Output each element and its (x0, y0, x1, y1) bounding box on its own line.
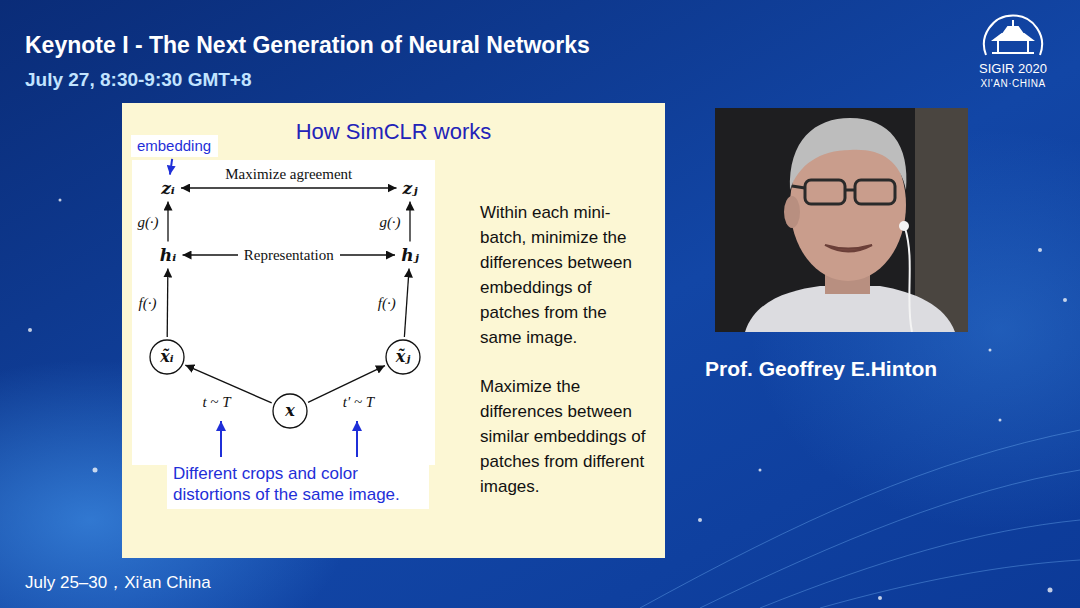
edge-label-slot: f(·) (375, 294, 399, 312)
session-time: July 27, 8:30-9:30 GMT+8 (25, 68, 252, 91)
connector-arrow (167, 202, 168, 242)
embedding-vector: zⱼ (399, 177, 422, 200)
label-slot: Prof. Geoffrey E.Hinton (705, 356, 937, 382)
edge-label: Representation (238, 246, 340, 264)
label-slot: XI'AN·CHINA (913, 77, 1080, 90)
callout-text: Different crops and color distortions of… (173, 463, 423, 505)
slide-panel: How SimCLR worksWithin each mini-batch, … (122, 103, 665, 558)
math-symbol: hᵢ (160, 245, 176, 266)
edge-label: t′ ~ T (340, 393, 377, 411)
annotation-text: embedding (137, 137, 211, 155)
event-dates: July 25–30，Xi'an China (25, 572, 211, 593)
augmented-image-circle: x̃ᵢ (149, 339, 185, 375)
panel-note: Within each mini-batch, minimize the dif… (480, 200, 646, 350)
representation-vector: hⱼ (397, 244, 423, 267)
math-symbol: zᵢ (161, 178, 175, 199)
edge-label: g(·) (376, 213, 403, 231)
edge-label: g(·) (134, 213, 161, 231)
edge-label: f(·) (375, 294, 399, 312)
edge-label-slot: g(·) (376, 213, 403, 231)
representation-vector: hᵢ (156, 244, 181, 267)
circle-outline (150, 340, 184, 374)
speaker-name: Prof. Geoffrey E.Hinton (705, 356, 937, 382)
math-symbol: hⱼ (401, 245, 419, 266)
light-streaks (640, 430, 1080, 608)
embedding-vector: zᵢ (157, 177, 179, 200)
edge-label-slot: g(·) (134, 213, 161, 231)
edge-label: f(·) (136, 294, 160, 312)
connector-arrow (167, 269, 169, 338)
label-slot: July 25–30，Xi'an China (25, 572, 211, 593)
pointer-arrow (356, 421, 358, 457)
math-symbol: x (285, 401, 295, 421)
edge-label-slot: t ~ T (199, 393, 233, 411)
circle-outline (273, 394, 307, 428)
math-symbol: x̃ⱼ (396, 347, 411, 367)
input-image-circle: x (272, 393, 308, 429)
conference-logo (984, 15, 1042, 55)
edge-label-slot: t′ ~ T (340, 393, 377, 411)
speaker-photo (715, 108, 968, 332)
panel-note: Maximize the differences between similar… (480, 374, 646, 499)
label-slot: SIGIR 2020 (913, 61, 1080, 77)
logo-subtext: XI'AN·CHINA (913, 77, 1080, 90)
circle-outline (386, 340, 420, 374)
edge-label: t ~ T (199, 393, 233, 411)
label-slot: July 27, 8:30-9:30 GMT+8 (25, 68, 252, 91)
connector-arrow (409, 202, 410, 242)
math-symbol: x̃ᵢ (160, 347, 173, 367)
connector-arrow (170, 159, 172, 175)
connector-arrow (181, 187, 397, 188)
slide-heading: Keynote I - The Next Generation of Neura… (25, 31, 590, 59)
figure-ground (132, 160, 435, 465)
edge-label: Maximize agreement (222, 165, 355, 183)
logo-text: SIGIR 2020 (913, 61, 1080, 77)
math-symbol: zⱼ (403, 178, 418, 199)
title-slot: Keynote I - The Next Generation of Neura… (25, 31, 590, 59)
edge-label-slot: f(·) (136, 294, 160, 312)
callout-box: Different crops and color distortions of… (167, 459, 429, 509)
augmented-image-circle: x̃ⱼ (385, 339, 421, 375)
connector-arrow (404, 268, 409, 337)
edge-label-slot: Maximize agreement (222, 165, 355, 183)
edge-label-slot: Representation (238, 246, 340, 264)
annotation-tag: embedding (131, 135, 218, 157)
pointer-arrow (220, 421, 222, 457)
